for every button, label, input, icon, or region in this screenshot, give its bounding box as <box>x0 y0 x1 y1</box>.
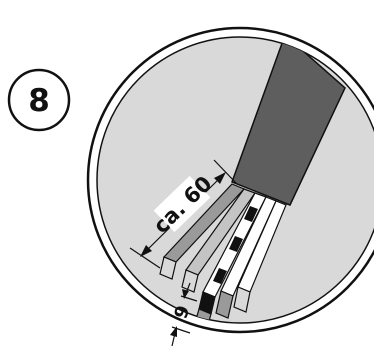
step-badge-circle <box>7 68 71 132</box>
wire-strip-dimension: 9 <box>170 282 198 347</box>
step-number: 8 <box>28 83 50 119</box>
dimension-extension-line-top <box>213 159 237 184</box>
wire-light-2 <box>181 188 256 293</box>
wire-strip-label: 9 <box>171 303 195 321</box>
detail-view <box>86 26 374 334</box>
cable-sheath <box>231 37 346 206</box>
dimension-extension-line-bottom <box>129 247 161 269</box>
arrowhead-top <box>214 172 226 184</box>
wire-bundle <box>159 183 287 323</box>
wire-arrowhead-bottom <box>170 326 177 337</box>
step-badge: 8 <box>7 68 71 132</box>
wire-white-4 <box>215 196 277 319</box>
wire-grey-1 <box>159 183 246 280</box>
wire-arrowhead-top <box>182 289 189 299</box>
wire-dim-extension-bottom <box>171 326 191 334</box>
arrowhead-bottom <box>140 245 152 257</box>
wire-white-5 <box>233 200 287 313</box>
